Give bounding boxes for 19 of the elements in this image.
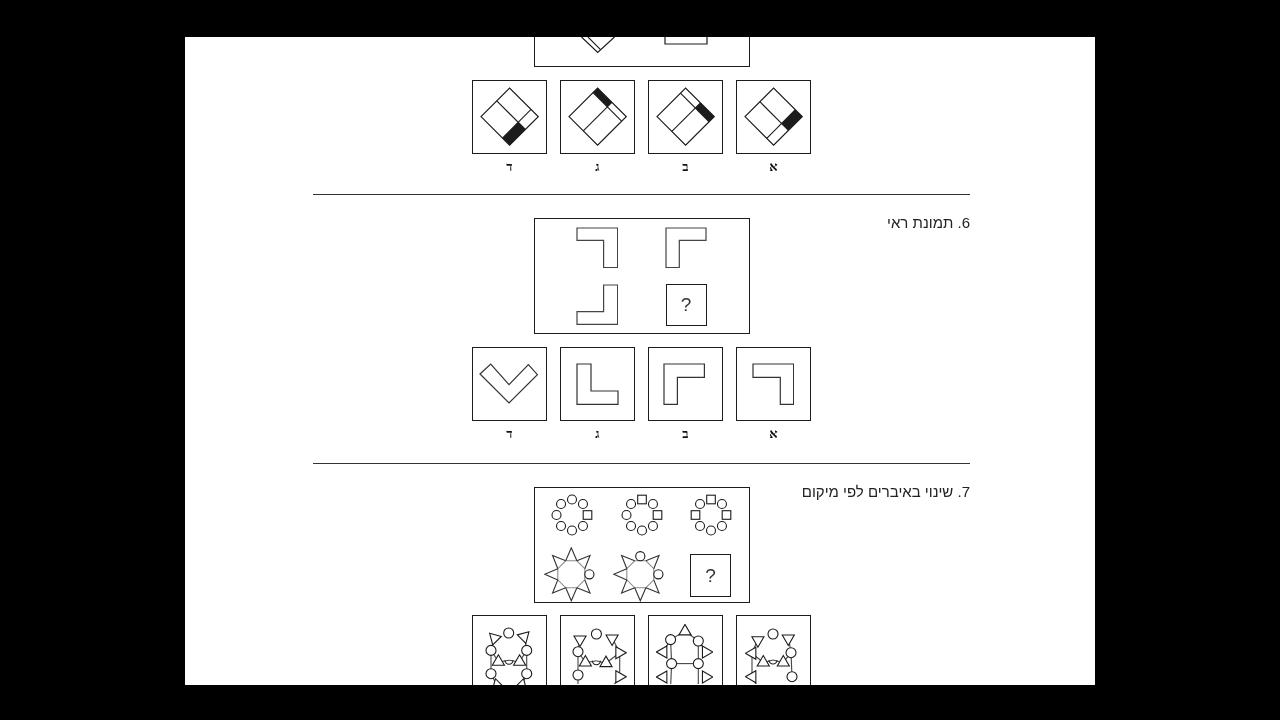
option-letter: ב [682,426,689,441]
option-letter: ב [682,159,689,174]
option-letter: ד [506,426,513,441]
puzzle-panel [534,487,750,603]
missing-tile: ? [665,284,707,326]
puzzle-panel [534,218,750,334]
answer-frame [648,615,723,685]
option-letter: א [769,159,778,174]
option-letter: א [769,426,778,441]
option-letter: ד [506,159,513,174]
answer-frame [736,615,811,685]
question-title: 7. שינוי באיברים לפי מיקום [801,483,970,501]
answer-frame [472,615,547,685]
answer-frame [560,615,635,685]
missing-tile: ? [690,554,731,597]
puzzle-panel [534,37,750,67]
option-letter: ג [595,159,600,174]
question-title: 6. תמונת ראי [887,214,970,232]
option-letter: ג [595,426,600,441]
